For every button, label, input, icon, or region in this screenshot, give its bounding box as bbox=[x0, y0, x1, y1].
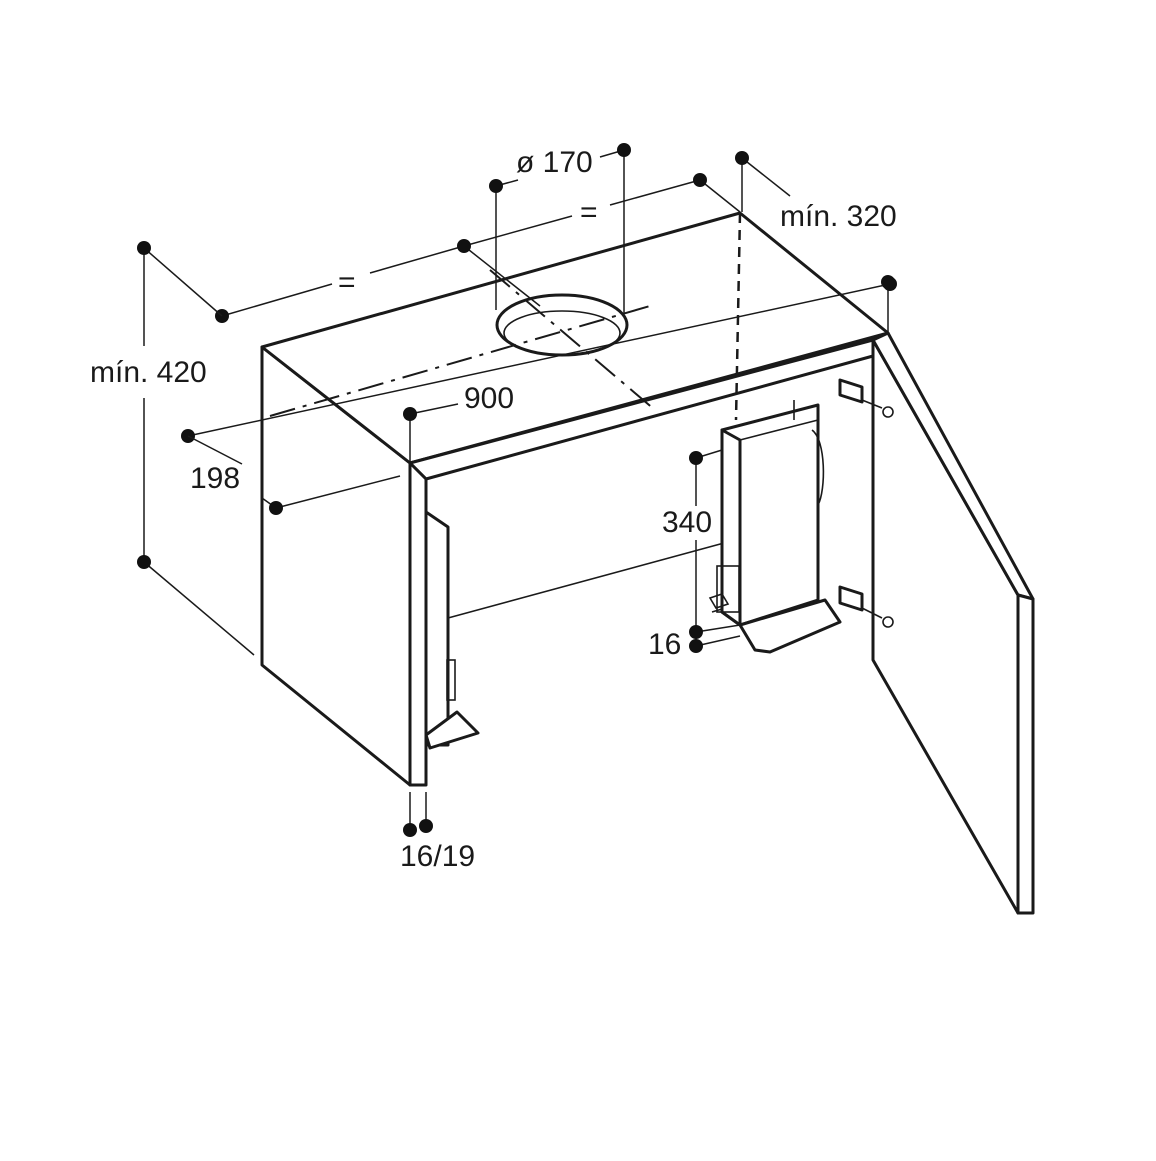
min-depth-label: mín. 320 bbox=[780, 200, 897, 233]
cabinet bbox=[260, 211, 890, 787]
diameter-label: ø 170 bbox=[516, 146, 593, 179]
panel-thickness-label: 16/19 bbox=[400, 840, 475, 873]
bracket-height-label: 340 bbox=[662, 506, 712, 539]
door-hinge-bottom bbox=[838, 585, 894, 628]
door-hinge-top bbox=[838, 378, 894, 418]
left-bracket-plate bbox=[424, 510, 450, 747]
cabinet-door bbox=[838, 331, 1035, 915]
cabinet-back-bottom-edge bbox=[447, 539, 736, 619]
left-bracket-foot bbox=[424, 710, 480, 750]
cabinet-left-front-edge bbox=[408, 461, 428, 787]
dimension-width bbox=[181, 277, 897, 463]
center-axis-short bbox=[489, 269, 656, 411]
offset-label: 198 bbox=[190, 462, 240, 495]
dimension-panel-thickness bbox=[403, 792, 433, 837]
right-bracket-foot bbox=[738, 598, 842, 654]
dimension-min-height bbox=[137, 241, 255, 656]
right-bracket-top-edge bbox=[739, 419, 819, 441]
center-axis-long bbox=[269, 305, 651, 417]
door-inner-face bbox=[871, 338, 1020, 915]
dimension-offset bbox=[187, 435, 401, 515]
dimension-equal-halves bbox=[215, 173, 741, 323]
width-label: 900 bbox=[464, 382, 514, 415]
dimension-bracket-height bbox=[689, 449, 741, 653]
bracket-gap-label: 16 bbox=[648, 628, 681, 661]
left-bracket-clip bbox=[446, 659, 456, 701]
dimension-diameter bbox=[489, 143, 631, 313]
right-bracket-side bbox=[720, 428, 742, 627]
right-hood-bracket bbox=[708, 400, 842, 654]
min-height-label: mín. 420 bbox=[90, 356, 207, 389]
right-bracket-hook bbox=[811, 429, 825, 506]
right-bracket-clip bbox=[716, 565, 740, 613]
door-front-edge bbox=[1016, 593, 1035, 915]
equal-left-label: = bbox=[338, 266, 356, 299]
equal-top-label: = bbox=[580, 196, 598, 229]
left-hood-bracket bbox=[424, 510, 480, 750]
right-bracket-screw bbox=[708, 593, 730, 613]
